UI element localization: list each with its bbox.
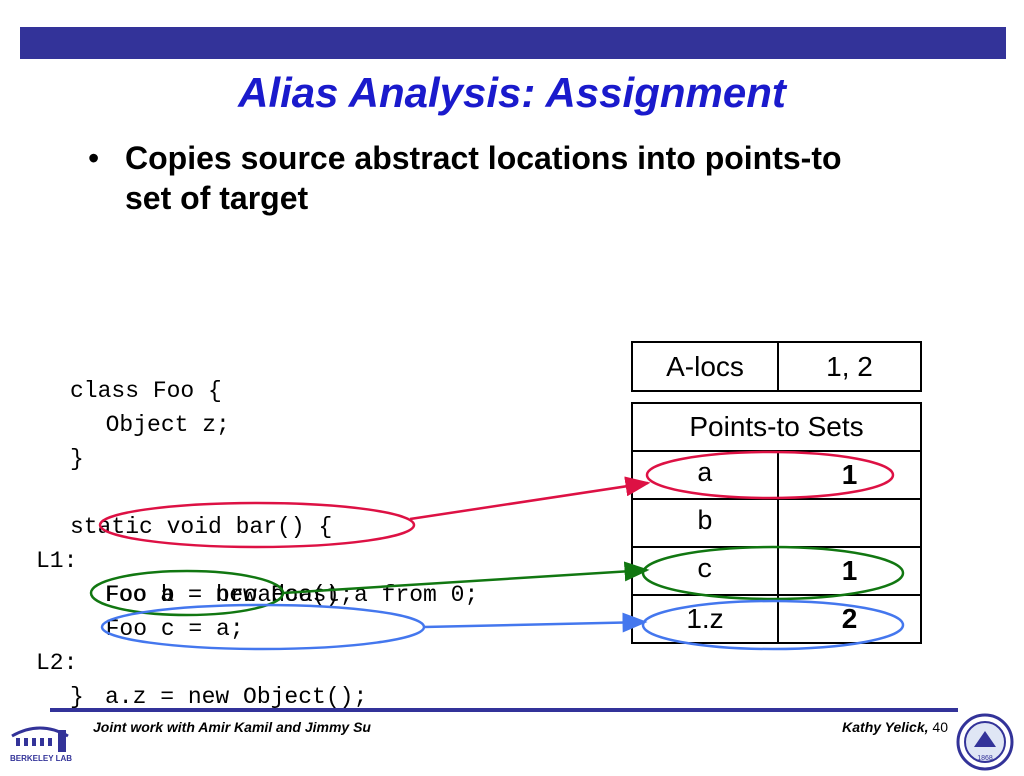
footer-page-info: Kathy Yelick, 40 <box>842 719 948 735</box>
points-to-header: Points-to Sets <box>631 402 922 452</box>
title-bar-decoration <box>20 27 1006 59</box>
code-label: L1: <box>36 548 78 574</box>
alocs-table: A-locs 1, 2 <box>631 341 922 392</box>
code-line: Foo b = broadcast a from 0; <box>36 544 479 608</box>
code-line: } <box>36 408 91 472</box>
footer-divider <box>50 708 958 712</box>
alocs-value: 1, 2 <box>777 341 922 392</box>
code-line: class Foo { <box>36 340 222 404</box>
code-label: L2: <box>36 650 78 676</box>
code-text: Foo c = a; <box>78 616 244 642</box>
red-arrow <box>409 476 651 521</box>
code-text: Foo b = broadcast a from 0; <box>78 582 479 608</box>
code-line: Object z; <box>36 374 230 438</box>
row-value: 1 <box>777 450 922 500</box>
code-line: static void bar() { <box>36 476 332 540</box>
row-var: 1.z <box>631 594 779 644</box>
code-line: } <box>36 646 91 710</box>
table-row: c 1 <box>631 546 922 596</box>
svg-text:BERKELEY LAB: BERKELEY LAB <box>10 754 72 763</box>
code-text: Object z; <box>78 412 230 438</box>
table-row: a 1 <box>631 450 922 500</box>
slide-title: Alias Analysis: Assignment <box>238 69 786 116</box>
uc-seal-logo: 1868 <box>956 713 1014 771</box>
table-row: 1.z 2 <box>631 594 922 644</box>
row-value: 2 <box>777 594 922 644</box>
code-line: L2: a.z = new Object(); <box>36 612 367 710</box>
footer-credit: Joint work with Amir Kamil and Jimmy Su <box>93 719 371 735</box>
code-text: static void bar() { <box>70 514 333 540</box>
code-line: L1: Foo a = new Foo(); <box>36 510 353 608</box>
blue-arrow <box>423 612 648 633</box>
code-line: Foo c = a; <box>36 578 244 642</box>
svg-text:1868: 1868 <box>977 755 993 762</box>
berkeley-lab-logo: BERKELEY LAB <box>6 716 86 764</box>
row-var: a <box>631 450 779 500</box>
bullet-text: Copies source abstract locations into po… <box>125 140 842 216</box>
table-row: b <box>631 498 922 548</box>
footer-author: Kathy Yelick, <box>842 719 929 735</box>
points-to-table: Points-to Sets a 1 b c 1 1.z 2 <box>631 402 922 644</box>
code-text: a.z = new Object(); <box>105 684 368 710</box>
row-value: 1 <box>777 546 922 596</box>
row-var: c <box>631 546 779 596</box>
code-text: } <box>70 446 84 472</box>
code-text: class Foo { <box>70 378 222 404</box>
row-value <box>777 498 922 548</box>
page-number: 40 <box>932 719 948 735</box>
bullet-marker: • <box>88 140 100 176</box>
code-text: } <box>70 684 84 710</box>
row-var: b <box>631 498 779 548</box>
alocs-label: A-locs <box>631 341 779 392</box>
